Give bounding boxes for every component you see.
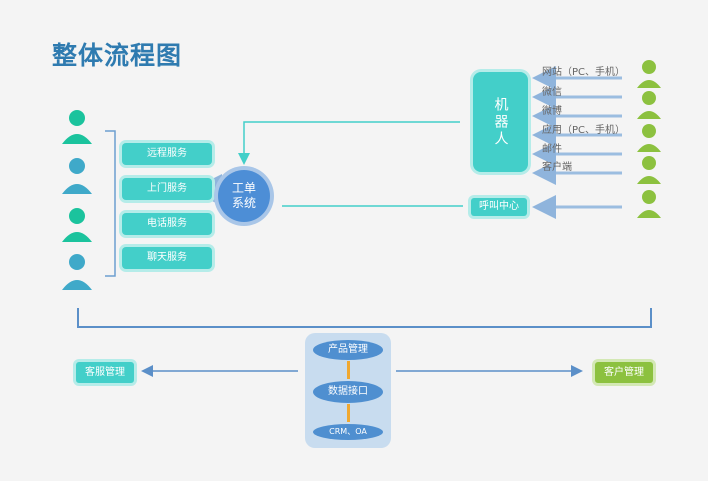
- customer-mgmt-node[interactable]: 客户管理: [595, 362, 653, 383]
- customer-icon: [637, 91, 661, 119]
- service-mgmt-node[interactable]: 客服管理: [76, 362, 134, 383]
- robot-to-ticket-arrow: [238, 121, 460, 165]
- channel-wechat: 微信: [542, 87, 562, 98]
- agent-male-icon: [62, 158, 92, 194]
- channel-email: 邮件: [542, 144, 562, 155]
- channel-weibo: 微博: [542, 106, 562, 117]
- ticket-label-2: 系统: [231, 196, 256, 210]
- agent-bracket: [105, 130, 116, 277]
- customer-icon: [637, 124, 661, 152]
- channel-client: 客户端: [542, 162, 572, 173]
- call-center-node[interactable]: 呼叫中心: [471, 198, 527, 216]
- customer-icon: [637, 190, 661, 218]
- agent-female-icon: [62, 208, 92, 242]
- data-hub: 产品管理 数据接口 CRM、OA: [305, 333, 391, 448]
- customer-icon: [637, 156, 661, 184]
- channel-app: 应用（PC、手机）: [542, 125, 626, 136]
- service-phone[interactable]: 电话服务: [122, 213, 212, 235]
- channel-website: 网站（PC、手机）: [542, 67, 626, 78]
- service-onsite[interactable]: 上门服务: [122, 178, 212, 200]
- bottom-bracket: [77, 308, 652, 328]
- channel-arrows: [532, 66, 622, 219]
- ticket-system-node[interactable]: 工单 系统: [218, 170, 270, 222]
- customer-icon: [637, 60, 661, 88]
- agent-male-icon: [62, 254, 92, 290]
- hub-data-interface[interactable]: 数据接口: [313, 381, 383, 403]
- hub-crm-oa[interactable]: CRM、OA: [313, 424, 383, 440]
- hub-product-mgmt[interactable]: 产品管理: [313, 340, 383, 360]
- agent-icons: [62, 110, 92, 290]
- agent-female-icon: [62, 110, 92, 144]
- ticket-label-1: 工单: [231, 181, 256, 195]
- service-chat[interactable]: 聊天服务: [122, 247, 212, 269]
- customer-icons: [637, 60, 661, 218]
- page-title: 整体流程图: [52, 41, 183, 70]
- service-remote[interactable]: 远程服务: [122, 143, 212, 165]
- hub-arrow-1: [347, 361, 350, 379]
- hub-arrow-2: [347, 404, 350, 422]
- robot-node[interactable]: 机器人: [473, 72, 528, 172]
